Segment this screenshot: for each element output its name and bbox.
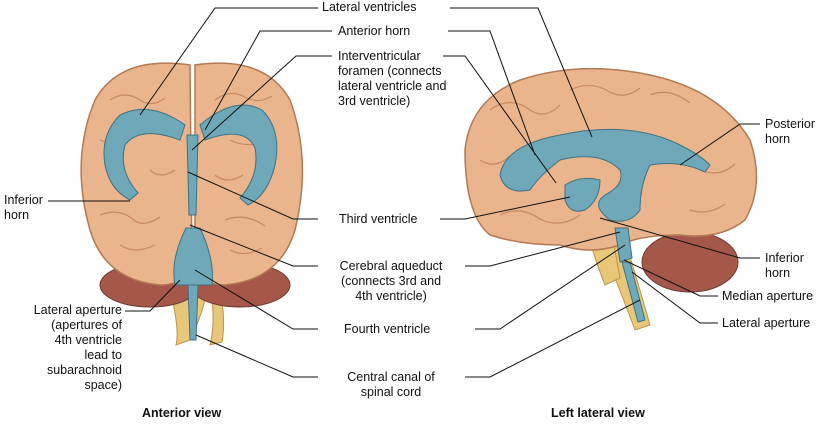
anterior-left-lateral-ventricle <box>103 108 186 201</box>
anterior-fourth-ventricle <box>173 227 213 286</box>
label-median-aperture: Median aperture <box>722 289 814 303</box>
label-inferior-horn-left: Inferior horn <box>4 193 43 222</box>
leader-inferior-horn-right <box>599 217 760 259</box>
leader-third-ventricle-right <box>440 196 571 220</box>
leader-lateral-ventricles-left <box>139 7 318 116</box>
label-interventricular-foramen: Interventricular foramen (connects later… <box>338 49 447 108</box>
label-fourth-ventricle: Fourth ventricle <box>344 322 431 336</box>
anterior-central-canal <box>187 284 199 341</box>
leader-lines <box>48 7 760 378</box>
leader-foramen-right <box>443 55 557 184</box>
label-third-ventricle: Third ventricle <box>339 212 418 226</box>
leader-central-canal-left <box>195 334 318 378</box>
lateral-fourth-ventricle <box>614 227 633 263</box>
leader-lateral-aperture-right <box>631 271 718 324</box>
anterior-right-hemisphere <box>194 62 304 286</box>
leader-aqueduct-left <box>189 224 318 267</box>
caption-lateral-view: Left lateral view <box>551 406 645 420</box>
leader-posterior-horn <box>679 123 760 166</box>
lateral-brain-illustration <box>464 67 758 331</box>
label-lateral-aperture-right: Lateral aperture <box>722 316 811 330</box>
anterior-third-ventricle <box>186 134 199 216</box>
label-lateral-ventricles: Lateral ventricles <box>322 0 417 14</box>
anterior-brain-illustration <box>80 62 304 346</box>
anterior-left-hemisphere <box>80 62 193 286</box>
leader-anterior-horn-left <box>204 30 332 131</box>
label-lateral-aperture-left: Lateral aperture (apertures of 4th ventr… <box>33 303 122 392</box>
leader-median-aperture <box>623 259 718 297</box>
leader-foramen-left <box>191 55 332 151</box>
label-inferior-horn-right: Inferior horn <box>765 251 804 280</box>
anterior-right-lateral-ventricle <box>199 104 278 206</box>
label-cerebral-aqueduct: Cerebral aqueduct (connects 3rd and 4th … <box>339 259 443 303</box>
leader-lateral-ventricles-right <box>450 7 593 138</box>
caption-anterior-view: Anterior view <box>142 406 222 420</box>
leader-aqueduct-right <box>465 231 621 267</box>
label-posterior-horn: Posterior horn <box>765 117 816 146</box>
leader-third-ventricle-left <box>187 171 318 220</box>
leader-lateral-aperture-left <box>125 279 181 312</box>
lateral-cerebellum <box>641 231 739 293</box>
label-anterior-horn: Anterior horn <box>338 24 411 38</box>
anterior-ventricles <box>103 104 278 341</box>
leader-fourth-ventricle-left <box>194 269 318 330</box>
leader-anterior-horn-right <box>448 30 536 156</box>
leader-central-canal-right <box>465 299 641 378</box>
leader-fourth-ventricle-right <box>475 244 626 330</box>
label-central-canal: Central canal of spinal cord <box>347 370 435 399</box>
lateral-ventricles <box>499 128 711 323</box>
lateral-third-ventricle <box>564 177 601 212</box>
lateral-lateral-ventricle <box>499 128 711 222</box>
